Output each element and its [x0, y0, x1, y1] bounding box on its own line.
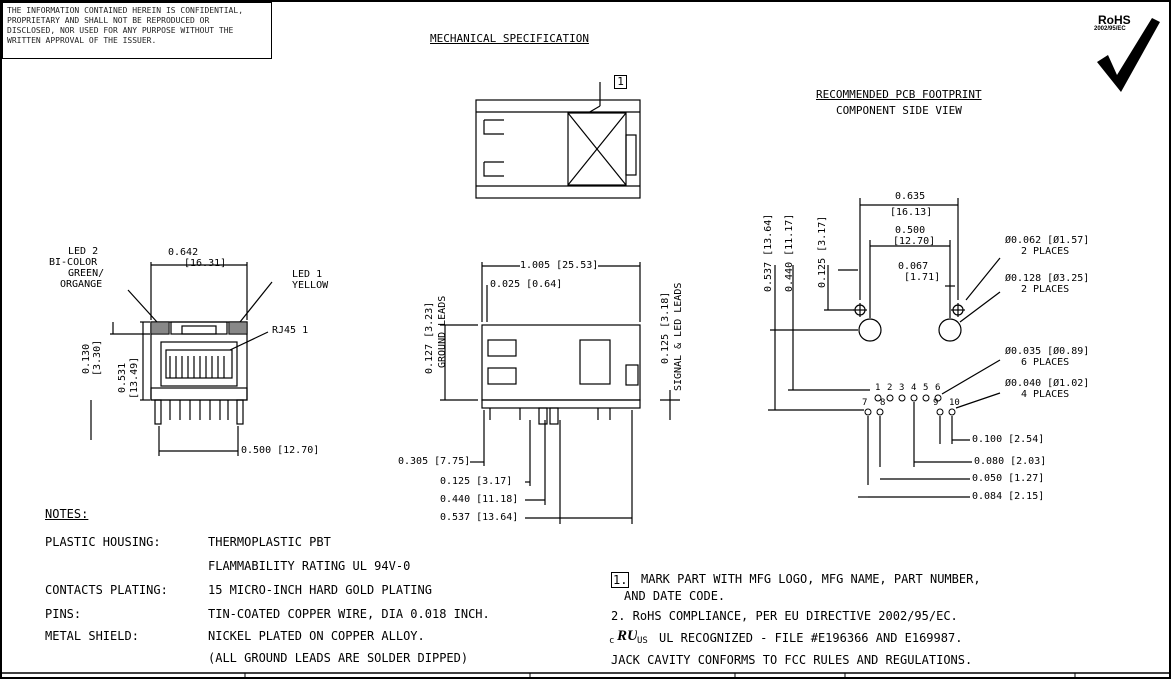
confidentiality-notice: THE INFORMATION CONTAINED HEREIN IS CONF… — [2, 2, 272, 59]
side-bottom-dim: 0.125 [3.17] — [440, 476, 513, 487]
footprint-title: RECOMMENDED PCB FOOTPRINT — [816, 88, 982, 101]
rohs-badge: RoHS 2002/95/EC — [1085, 10, 1157, 80]
notes-value: 15 MICRO-INCH HARD GOLD PLATING — [208, 583, 432, 597]
hole-count-0040: 4 PLACES — [1021, 389, 1070, 400]
notes-label: PINS: — [45, 607, 82, 621]
notes-label: CONTACTS PLATING: — [45, 583, 168, 597]
note-1-text: AND DATE CODE. — [624, 589, 726, 603]
pitch-dim: 0.084 [2.15] — [972, 491, 1045, 502]
ul-us-mark: US — [637, 636, 648, 646]
hole-count-0062: 2 PLACES — [1021, 246, 1070, 257]
hole-spec-0128: Ø0.128 [Ø3.25] — [1005, 273, 1090, 284]
notes-label: PLASTIC HOUSING: — [45, 535, 161, 549]
note-2-text: 2. RoHS COMPLIANCE, PER EU DIRECTIVE 200… — [611, 609, 958, 623]
led2-label: ORGANGE — [60, 279, 103, 290]
front-bottom-dim: 0.500 [12.70] — [241, 445, 320, 456]
notes-label: METAL SHIELD: — [45, 629, 139, 643]
pcb-dim-0500-mm: [12.70] — [893, 236, 936, 247]
note-marker: 1 — [614, 75, 627, 89]
page-title: MECHANICAL SPECIFICATION — [430, 32, 589, 45]
footprint-subtitle: COMPONENT SIDE VIEW — [836, 104, 962, 117]
side-bottom-dim: 0.537 [13.64] — [440, 512, 519, 523]
notes-heading: NOTES: — [45, 507, 89, 521]
pin-number: 7 — [862, 398, 868, 408]
hole-spec-0062: Ø0.062 [Ø1.57] — [1005, 235, 1090, 246]
led2-label: LED 2 — [68, 246, 99, 257]
side-bottom-dim: 0.440 [11.18] — [440, 494, 519, 505]
notes-value: THERMOPLASTIC PBT — [208, 535, 331, 549]
front-width-dim: 0.642 — [168, 247, 199, 258]
pcb-dim-0125: 0.125 [3.17] — [817, 215, 828, 288]
pcb-dim-0635-mm: [16.13] — [890, 207, 933, 218]
front-dim-0130-mm: [3.30] — [92, 339, 103, 376]
note-1-number: 1. — [611, 572, 630, 588]
note-1-text: MARK PART WITH MFG LOGO, MFG NAME, PART … — [641, 572, 981, 586]
note-4-text: JACK CAVITY CONFORMS TO FCC RULES AND RE… — [611, 653, 973, 667]
notes-value: FLAMMABILITY RATING UL 94V-0 — [208, 559, 411, 573]
pin-number: 1 — [875, 383, 881, 393]
notes-value: TIN-COATED COPPER WIRE, DIA 0.018 INCH. — [208, 607, 490, 621]
pcb-dim-0067-mm: [1.71] — [904, 272, 941, 283]
pcb-dim-0440: 0.440 [11.17] — [784, 213, 795, 292]
pcb-footprint — [768, 198, 1001, 498]
notes-value: NICKEL PLATED ON COPPER ALLOY. — [208, 629, 425, 643]
pin-number: 9 — [933, 398, 939, 408]
pin-number: 2 — [887, 383, 893, 393]
led1-label: YELLOW — [292, 280, 329, 291]
pin-number: 10 — [949, 398, 960, 408]
pin-number: 6 — [935, 383, 941, 393]
disclaimer-line: PROPRIETARY AND SHALL NOT BE REPRODUCED … — [7, 16, 210, 25]
pin-number: 8 — [880, 398, 886, 408]
top-view — [475, 82, 641, 199]
led1-label: LED 1 — [292, 269, 323, 280]
signal-leads-dim: 0.125 [3.18] — [660, 291, 671, 364]
rj45-label: RJ45 1 — [272, 325, 309, 336]
front-dim-0531-mm: [13.49] — [129, 356, 140, 399]
note-3-text: UL RECOGNIZED - FILE #E196366 AND E16998… — [659, 631, 963, 645]
ul-logo-icon: R U — [617, 628, 637, 642]
pitch-dim: 0.080 [2.03] — [974, 456, 1047, 467]
front-dim-0531: 0.531 — [117, 362, 128, 393]
disclaimer-line: WRITTEN APPROVAL OF THE ISSUER. — [7, 36, 157, 45]
pin-number: 3 — [899, 383, 905, 393]
hole-count-0035: 6 PLACES — [1021, 357, 1070, 368]
led2-label: GREEN/ — [68, 268, 105, 279]
led2-label: BI-COLOR — [49, 257, 98, 268]
side-top-dim: 1.005 [25.53] — [520, 260, 599, 271]
disclaimer-line: DISCLOSED, NOR USED FOR ANY PURPOSE WITH… — [7, 26, 234, 35]
svg-text:R: R — [617, 628, 627, 642]
hole-count-0128: 2 PLACES — [1021, 284, 1070, 295]
hole-spec-0035: Ø0.035 [Ø0.89] — [1005, 346, 1090, 357]
side-view — [440, 262, 680, 524]
pitch-dim: 0.100 [2.54] — [972, 434, 1045, 445]
pcb-dim-0537: 0.537 [13.64] — [763, 213, 774, 292]
ul-c-mark: c — [609, 636, 615, 646]
pcb-dim-0067: 0.067 — [898, 261, 929, 272]
pcb-dim-0635: 0.635 — [895, 191, 926, 202]
side-dim-0025: 0.025 [0.64] — [490, 279, 563, 290]
notes-value: (ALL GROUND LEADS ARE SOLDER DIPPED) — [208, 651, 469, 665]
ground-leads-label: GROUND LEADS — [437, 295, 448, 368]
signal-leads-label: SIGNAL & LED LEADS — [673, 282, 684, 391]
front-dim-0130: 0.130 — [81, 343, 92, 374]
side-bottom-dim: 0.305 [7.75] — [398, 456, 471, 467]
rohs-directive: 2002/95/EC — [1094, 26, 1126, 32]
svg-text:U: U — [627, 628, 637, 642]
front-view — [90, 262, 273, 456]
check-icon — [1097, 18, 1160, 92]
pcb-dim-0500: 0.500 — [895, 225, 926, 236]
front-width-dim-mm: [16.31] — [184, 258, 227, 269]
pitch-dim: 0.050 [1.27] — [972, 473, 1045, 484]
ground-leads-dim: 0.127 [3.23] — [424, 301, 435, 374]
pin-number: 4 — [911, 383, 917, 393]
hole-spec-0040: Ø0.040 [Ø1.02] — [1005, 378, 1090, 389]
disclaimer-line: THE INFORMATION CONTAINED HEREIN IS CONF… — [7, 6, 244, 15]
rohs-label: RoHS — [1098, 13, 1131, 27]
pin-number: 5 — [923, 383, 929, 393]
